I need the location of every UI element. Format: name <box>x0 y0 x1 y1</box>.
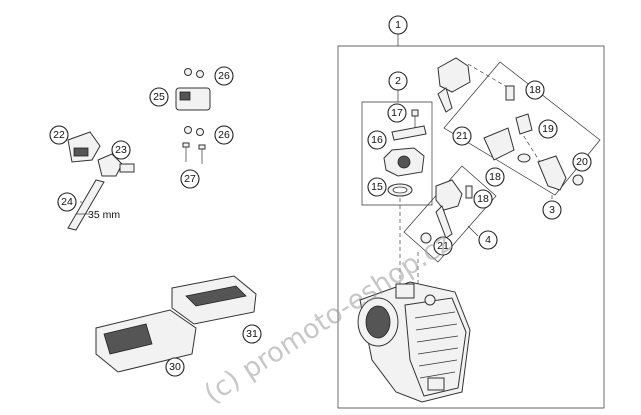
callout-20: 20 <box>572 152 592 172</box>
svg-text:4: 4 <box>485 234 491 246</box>
svg-text:24: 24 <box>61 196 73 208</box>
callout-26a: 26 <box>214 66 234 86</box>
assembly-frame-1 <box>337 45 605 409</box>
throttle-body-icon <box>357 281 471 403</box>
callout-24: 24 <box>57 192 77 212</box>
svg-text:21: 21 <box>437 240 449 252</box>
callout-4: 4 <box>478 230 498 250</box>
svg-text:26: 26 <box>218 70 230 82</box>
svg-text:22: 22 <box>53 129 65 141</box>
svg-text:26: 26 <box>218 129 230 141</box>
subframe-2 <box>361 101 433 206</box>
callout-16: 16 <box>367 130 387 150</box>
callout-21b: 21 <box>433 236 453 256</box>
callout-25: 25 <box>149 87 169 107</box>
leader-4 <box>467 225 479 237</box>
svg-text:25: 25 <box>153 91 165 103</box>
callout-2: 2 <box>388 71 408 91</box>
assembly-dash-c <box>467 63 513 91</box>
sensor-23-icon <box>97 153 135 177</box>
callout-17: 17 <box>387 103 407 123</box>
svg-text:1: 1 <box>395 19 401 31</box>
callout-27: 27 <box>180 169 200 189</box>
svg-text:27: 27 <box>184 173 196 185</box>
svg-text:18: 18 <box>477 193 489 205</box>
callout-18b: 18 <box>485 167 505 187</box>
callout-31: 31 <box>242 324 262 344</box>
callout-18c: 18 <box>473 189 493 209</box>
svg-text:19: 19 <box>542 123 554 135</box>
svg-text:2: 2 <box>395 75 401 87</box>
sensor-25-icon <box>175 68 211 164</box>
callout-30: 30 <box>165 357 185 377</box>
callout-22: 22 <box>49 125 69 145</box>
fuel-injector-icon-2 <box>420 179 473 244</box>
callout-15: 15 <box>367 177 387 197</box>
callout-3: 3 <box>542 200 562 220</box>
callout-1: 1 <box>388 15 408 35</box>
svg-text:31: 31 <box>246 328 258 340</box>
subframe-3 <box>443 61 601 196</box>
svg-text:16: 16 <box>371 134 383 146</box>
svg-text:18: 18 <box>529 84 541 96</box>
svg-text:18: 18 <box>489 171 501 183</box>
svg-text:17: 17 <box>391 107 403 119</box>
svg-text:23: 23 <box>115 144 127 156</box>
sensor-icon <box>383 109 427 197</box>
svg-text:15: 15 <box>371 181 383 193</box>
svg-text:30: 30 <box>169 361 181 373</box>
fuel-injector-icon <box>437 57 584 191</box>
assembly-dash-d <box>519 129 541 163</box>
hose-24-icon <box>67 179 105 231</box>
callout-19: 19 <box>538 119 558 139</box>
callout-21a: 21 <box>452 126 472 146</box>
connector-22-icon <box>67 131 101 163</box>
callout-23: 23 <box>111 140 131 160</box>
dimension-label: 35 mm <box>88 209 120 221</box>
ecu-icon <box>95 275 257 373</box>
callout-18a: 18 <box>525 80 545 100</box>
callout-26b: 26 <box>214 125 234 145</box>
svg-text:20: 20 <box>576 156 588 168</box>
svg-text:21: 21 <box>456 130 468 142</box>
svg-text:3: 3 <box>549 204 555 216</box>
